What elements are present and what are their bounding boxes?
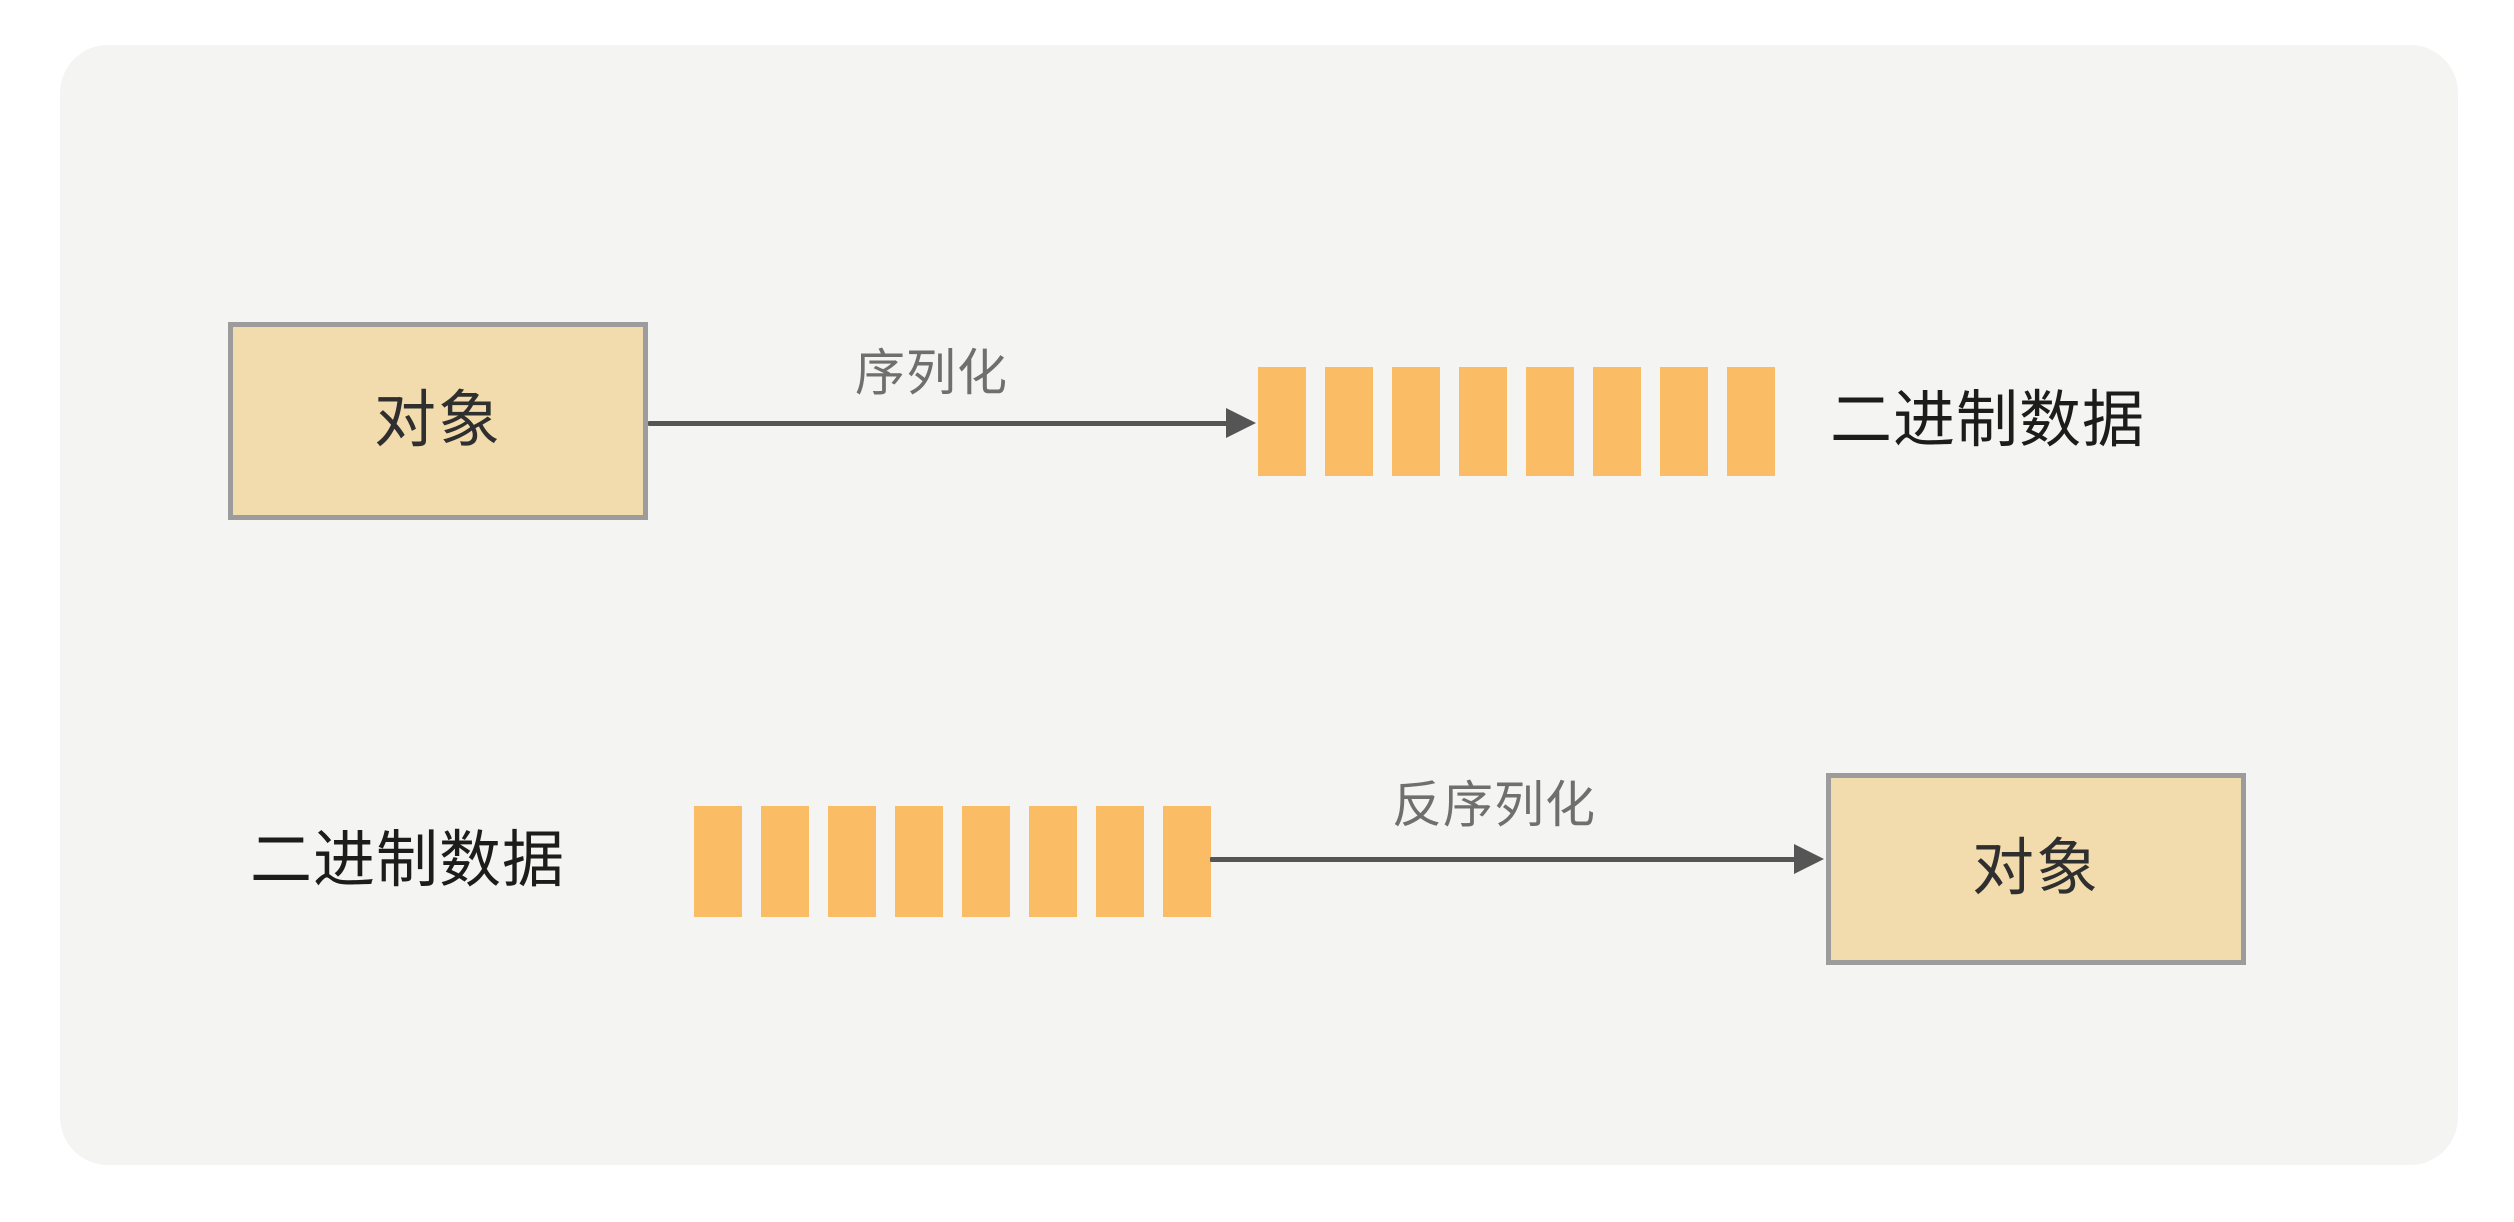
arrow-deserialize-caption: 反序列化 [1392, 777, 1596, 833]
binary-bar [694, 806, 742, 917]
node-object-target-label: 对象 [1971, 834, 2100, 903]
arrow-head-icon [1794, 844, 1824, 874]
binary-bar [1392, 367, 1440, 476]
node-object-source-label: 对象 [373, 386, 502, 455]
binary-bar [761, 806, 809, 917]
binary-bar [1163, 806, 1211, 917]
binary-bar [1526, 367, 1574, 476]
binary-bar [1727, 367, 1775, 476]
binary-bar [1325, 367, 1373, 476]
binary-bars-top [1258, 367, 1775, 476]
node-object-source[interactable]: 对象 [228, 322, 648, 520]
binary-bar [962, 806, 1010, 917]
binary-data-label-top: 二进制数据 [1830, 386, 2146, 455]
binary-data-label-bottom: 二进制数据 [250, 826, 566, 895]
diagram-canvas [60, 45, 2458, 1165]
arrow-serialize [648, 408, 1258, 438]
binary-bar [1459, 367, 1507, 476]
binary-bars-bottom [694, 806, 1211, 917]
binary-bar [1593, 367, 1641, 476]
node-object-target[interactable]: 对象 [1826, 773, 2246, 965]
binary-bar [1029, 806, 1077, 917]
binary-bar [828, 806, 876, 917]
arrow-deserialize [1210, 844, 1826, 874]
arrow-serialize-caption: 序列化 [855, 345, 1008, 401]
arrow-deserialize-shaft [1210, 857, 1796, 862]
binary-bar [1258, 367, 1306, 476]
binary-bar [1096, 806, 1144, 917]
arrow-serialize-shaft [648, 421, 1228, 426]
binary-bar [895, 806, 943, 917]
arrow-head-icon [1226, 408, 1256, 438]
binary-bar [1660, 367, 1708, 476]
